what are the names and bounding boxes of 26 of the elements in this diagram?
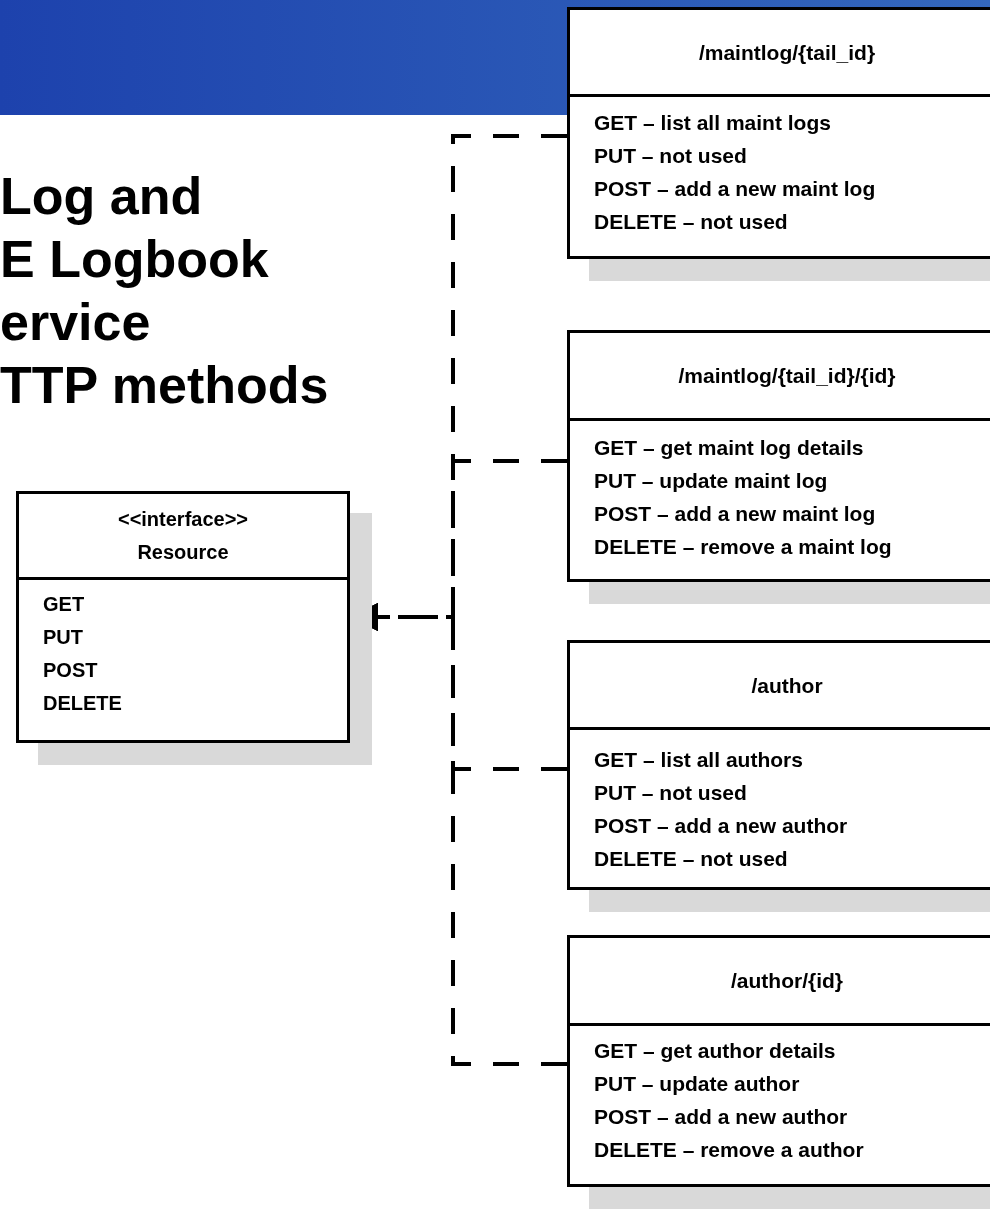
- method-text: DELETE – not used: [594, 209, 788, 235]
- class-name: <<interface>> Resource: [116, 506, 250, 565]
- class-name: /author/{id}: [731, 968, 843, 994]
- method-text: DELETE – not used: [594, 846, 788, 872]
- method-text: PUT – update maint log: [594, 468, 828, 494]
- method-text: PUT – not used: [594, 143, 747, 169]
- method-text: DELETE: [43, 691, 122, 716]
- method-text: POST – add a new author: [594, 1104, 848, 1130]
- method-text: POST – add a new author: [594, 813, 848, 839]
- method-text: POST – add a new maint log: [594, 501, 876, 527]
- class-name: /maintlog/{tail_id}/{id}: [678, 363, 896, 389]
- method-text: DELETE – remove a author: [594, 1137, 864, 1163]
- method-text: DELETE – remove a maint log: [594, 534, 892, 560]
- class-name: /maintlog/{tail_id}: [698, 39, 876, 66]
- method-text: GET – list all maint logs: [594, 110, 831, 136]
- method-text: POST – add a new maint log: [594, 176, 876, 202]
- method-text: GET – get maint log details: [594, 435, 864, 461]
- class-name: /author: [751, 672, 823, 699]
- method-text: GET – list all authors: [594, 747, 803, 773]
- method-text: GET – get author details: [594, 1038, 836, 1064]
- title-text: Log and E Logbook ervice TTP methods: [0, 166, 329, 416]
- method-text: PUT – update author: [594, 1071, 800, 1097]
- method-text: PUT – not used: [594, 780, 747, 806]
- method-text: PUT: [43, 625, 83, 650]
- method-text: POST: [43, 658, 98, 683]
- method-text: GET: [43, 592, 85, 617]
